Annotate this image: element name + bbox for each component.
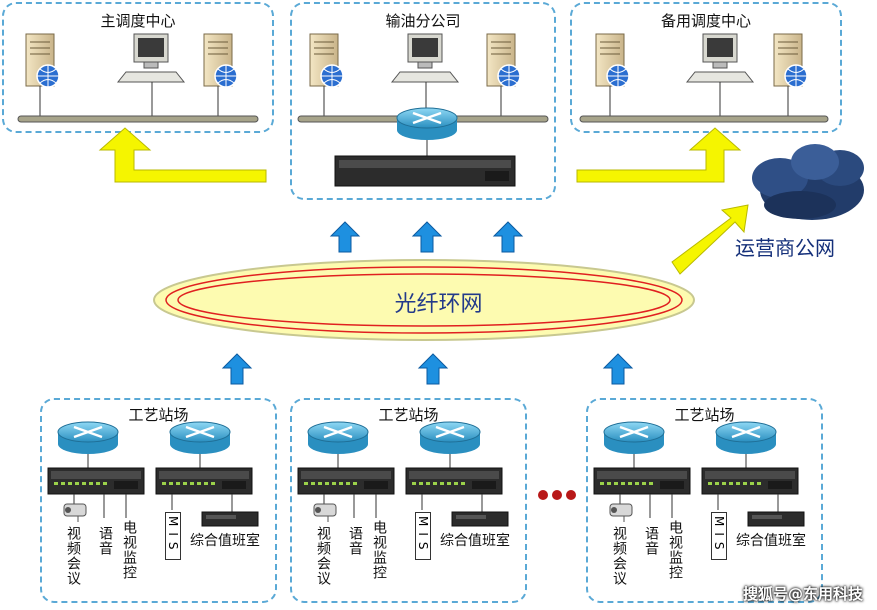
up-arrow-icon xyxy=(418,353,448,385)
up-arrow-icon xyxy=(330,221,360,253)
workstation-icon xyxy=(391,33,459,83)
switch-icon xyxy=(155,467,253,495)
duty-room-label: 综合值班室 xyxy=(190,533,260,549)
workstation-icon xyxy=(117,33,185,83)
dvr-icon xyxy=(747,511,805,527)
up-arrow-icon xyxy=(493,221,523,253)
yellow-arrow-to-main-center xyxy=(98,127,267,183)
voice-label: 语音 xyxy=(97,526,113,556)
switch-icon xyxy=(701,467,799,495)
camera-icon xyxy=(313,503,337,522)
switch-icon xyxy=(405,467,503,495)
lan-bus-bar xyxy=(579,115,829,123)
main-dispatch-center-title: 主调度中心 xyxy=(100,12,176,30)
yellow-arrow-to-carrier-network xyxy=(671,204,749,275)
up-arrow-icon xyxy=(603,353,633,385)
router-icon xyxy=(395,106,459,142)
carrier-network-label: 运营商公网 xyxy=(735,236,835,260)
yellow-arrow-to-backup-center xyxy=(576,127,742,183)
cloud-icon xyxy=(752,144,864,220)
station-title: 工艺站场 xyxy=(674,406,735,424)
ellipsis-dot xyxy=(552,490,562,500)
watermark: 搜狐号@东用科技 xyxy=(742,585,863,603)
server-icon xyxy=(595,33,630,88)
mis-label: MIS xyxy=(415,512,431,560)
voice-label: 语音 xyxy=(347,526,363,556)
video-conference-label: 视频会议 xyxy=(65,526,81,586)
workstation-icon xyxy=(686,33,754,83)
switch-icon xyxy=(297,467,395,495)
tv-monitoring-label: 电视监控 xyxy=(371,520,387,580)
backup-dispatch-center-title: 备用调度中心 xyxy=(660,12,751,30)
server-icon xyxy=(773,33,808,88)
lan-bus-bar xyxy=(17,115,259,123)
switch-icon xyxy=(593,467,691,495)
router-icon xyxy=(714,420,778,456)
fiber-ring-label: 光纤环网 xyxy=(394,292,483,317)
server-icon xyxy=(486,33,521,88)
server-icon xyxy=(25,33,60,88)
dvr-icon xyxy=(201,511,259,527)
ellipsis-dot xyxy=(538,490,548,500)
up-arrow-icon xyxy=(412,221,442,253)
voice-label: 语音 xyxy=(643,526,659,556)
router-icon xyxy=(602,420,666,456)
mis-label: MIS xyxy=(165,512,181,560)
oil-branch-title: 输油分公司 xyxy=(385,12,461,30)
duty-room-label: 综合值班室 xyxy=(736,533,806,549)
camera-icon xyxy=(609,503,633,522)
up-arrow-icon xyxy=(222,353,252,385)
tv-monitoring-label: 电视监控 xyxy=(667,520,683,580)
server-icon xyxy=(309,33,344,88)
duty-room-label: 综合值班室 xyxy=(440,533,510,549)
router-icon xyxy=(56,420,120,456)
router-icon xyxy=(418,420,482,456)
mis-label: MIS xyxy=(711,512,727,560)
station-title: 工艺站场 xyxy=(128,406,189,424)
video-conference-label: 视频会议 xyxy=(611,526,627,586)
video-conference-label: 视频会议 xyxy=(315,526,331,586)
router-icon xyxy=(306,420,370,456)
server-icon xyxy=(203,33,238,88)
switch-icon xyxy=(47,467,145,495)
core-switch-icon xyxy=(334,155,516,187)
station-title: 工艺站场 xyxy=(378,406,439,424)
camera-icon xyxy=(63,503,87,522)
tv-monitoring-label: 电视监控 xyxy=(121,520,137,580)
ellipsis-dot xyxy=(566,490,576,500)
fiber-ring xyxy=(153,259,695,341)
dvr-icon xyxy=(451,511,509,527)
router-icon xyxy=(168,420,232,456)
